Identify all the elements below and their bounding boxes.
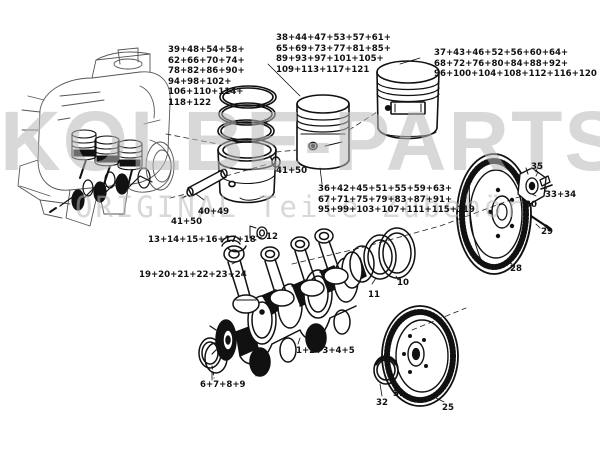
label-line: 78+82+86+90+ bbox=[168, 66, 245, 77]
label-clip: 41+50 bbox=[276, 166, 308, 176]
label-seal-ring: 31 bbox=[393, 389, 405, 399]
piston-rings bbox=[217, 85, 277, 143]
label-piston-b-group: 37+43+46+52+56+60+64+ 68+72+76+80+84+88+… bbox=[434, 48, 597, 80]
label-nut: 35 bbox=[531, 162, 543, 172]
label-bush: 12 bbox=[266, 232, 278, 242]
label-spacer: 32 bbox=[376, 398, 388, 408]
circlip bbox=[269, 155, 281, 168]
label-piston-a-group: 38+44+47+53+57+61+ 65+69+73+77+81+85+ 89… bbox=[276, 33, 391, 75]
label-main-shells: 6+7+8+9 bbox=[200, 380, 246, 390]
label-line: 89+93+97+101+105+ bbox=[276, 54, 384, 65]
seal-rings bbox=[349, 227, 416, 283]
piston-b bbox=[376, 60, 440, 140]
label-line: 94+98+102+ bbox=[168, 76, 232, 87]
label-line: 106+110+114+ bbox=[168, 87, 244, 98]
flywheel-hardware bbox=[517, 165, 553, 231]
label-line: 67+71+75+79+83+87+91+ bbox=[318, 194, 453, 205]
label-seal-b: 10 bbox=[397, 278, 409, 288]
piston-pin bbox=[181, 168, 228, 199]
label-line: 38+44+47+53+57+61+ bbox=[276, 33, 391, 43]
engine-block bbox=[17, 47, 175, 227]
leader-lines bbox=[195, 57, 547, 403]
axis-lines bbox=[165, 111, 549, 331]
label-line: 109+113+117+121 bbox=[276, 64, 370, 75]
connecting-rod-3 bbox=[290, 236, 325, 297]
label-line: 37+43+46+52+56+60+64+ bbox=[434, 48, 569, 58]
rear-seal bbox=[373, 355, 399, 385]
label-bearing-upper: 13+14+15+16+17+18 bbox=[148, 235, 256, 245]
label-line: 118+122 bbox=[168, 97, 212, 108]
label-line: 95+99+103+107+111+115+119 bbox=[318, 205, 475, 216]
block-pistons bbox=[71, 129, 143, 187]
small-end-bush bbox=[249, 225, 268, 241]
block-piston-2 bbox=[94, 135, 120, 167]
label-washers: 33+34 bbox=[545, 190, 577, 200]
label-plate: 30 bbox=[525, 200, 537, 210]
rod-bearing-shells bbox=[221, 235, 247, 253]
block-piston-3 bbox=[117, 139, 143, 171]
block-crankshaft bbox=[49, 167, 153, 213]
label-pin-b: 41+50 bbox=[171, 217, 203, 227]
label-flywheel: 28 bbox=[510, 264, 522, 274]
main-bearing-shells bbox=[198, 337, 228, 379]
label-rings-group: 39+48+54+58+ 62+66+70+74+ 78+82+86+90+ 9… bbox=[168, 45, 245, 109]
label-bolt: 29 bbox=[541, 227, 553, 237]
connecting-rod-4 bbox=[314, 228, 349, 285]
flywheel bbox=[456, 153, 532, 275]
label-line: 65+69+73+77+81+85+ bbox=[276, 43, 391, 54]
label-seal-a: 11 bbox=[368, 290, 380, 300]
label-line: 96+100+104+108+112+116+120 bbox=[434, 69, 597, 80]
label-bearing-lower: 19+20+21+22+23+24 bbox=[139, 270, 247, 280]
connecting-rod-2 bbox=[260, 246, 295, 307]
label-crank: 1+2+3+4+5 bbox=[296, 346, 355, 356]
label-line: 39+48+54+58+ bbox=[168, 45, 245, 55]
label-pin-a: 40+49 bbox=[198, 207, 230, 217]
label-line: 62+66+70+74+ bbox=[168, 55, 245, 66]
piston-a bbox=[296, 94, 350, 170]
block-piston-1 bbox=[71, 129, 97, 161]
label-liner-group: 36+42+45+51+55+59+63+ 67+71+75+79+83+87+… bbox=[318, 184, 475, 216]
label-ring-gear: 25 bbox=[442, 403, 454, 413]
label-line: 36+42+45+51+55+59+63+ bbox=[318, 184, 453, 194]
label-line: 68+72+76+80+84+88+92+ bbox=[434, 58, 569, 69]
